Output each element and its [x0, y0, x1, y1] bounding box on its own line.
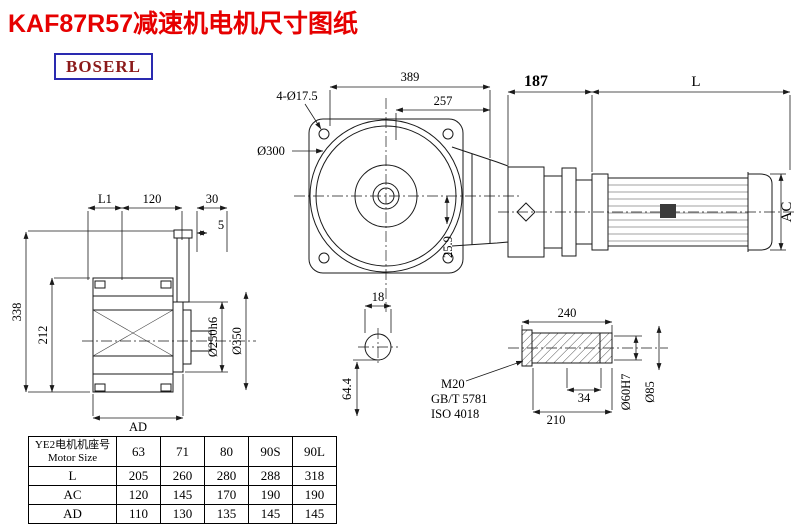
dim-AC: AC: [779, 202, 795, 223]
bolt-hole: [318, 252, 330, 264]
table-cell: 145: [160, 485, 205, 505]
header-motor-size-cn: YE2电机机座号: [34, 438, 111, 451]
dim-bore: Ø60H7: [619, 374, 633, 411]
front-view: 389 257 4-Ø17.5 Ø300 25.9 18 64.4: [257, 70, 522, 417]
table-cell: 190: [292, 485, 337, 505]
mount-plate: [176, 237, 190, 303]
dim-212: 212: [36, 326, 50, 345]
table-cell: 280: [204, 466, 249, 486]
fan-cover: [748, 173, 773, 251]
motor-side-view: 187 L AC: [498, 73, 795, 258]
oil-plug-diamond: [516, 202, 536, 222]
page-title: KAF87R57减速机电机尺寸图纸: [8, 10, 359, 38]
row-label-AC: AC: [28, 485, 117, 505]
table-row-L: L 205 260 280 288 318: [28, 466, 337, 486]
dim-L: L: [691, 74, 700, 90]
bolt-hole: [318, 128, 330, 140]
dim-240: 240: [558, 306, 577, 320]
table-cell: 145: [292, 504, 337, 524]
bolt-hole: [442, 252, 454, 264]
dim-overall-width: 389: [401, 70, 420, 84]
standard-gb-label: GB/T 5781: [431, 392, 487, 406]
header-frame-90s: 90S: [248, 436, 293, 467]
row-label-AD: AD: [28, 504, 117, 524]
dim-257: 257: [434, 94, 453, 108]
header-frame-71: 71: [160, 436, 205, 467]
row-label-L: L: [28, 466, 117, 486]
mount-plate-cap: [173, 229, 193, 239]
table-cell: 110: [116, 504, 161, 524]
thread-label: M20: [441, 377, 465, 391]
dim-30: 30: [206, 192, 219, 206]
table-cell: 135: [204, 504, 249, 524]
dim-25-9: 25.9: [441, 236, 455, 258]
dim-18: 18: [372, 290, 385, 304]
dim-64-4: 64.4: [340, 377, 354, 400]
header-frame-63: 63: [116, 436, 161, 467]
table-cell: 190: [248, 485, 293, 505]
header-frame-90l: 90L: [292, 436, 337, 467]
table-cell: 170: [204, 485, 249, 505]
motor-nameplate: [660, 204, 676, 218]
gear-housing-outline: [451, 146, 509, 247]
table-cell: 130: [160, 504, 205, 524]
dim-338: 338: [10, 303, 24, 322]
gearbox-body: [92, 277, 174, 393]
header-motor-size-en: Motor Size: [47, 451, 98, 464]
dim-flange-od: Ø350: [230, 327, 244, 355]
side-view: L1 120 30 5: [10, 192, 256, 434]
mounting-flange-square: [308, 118, 464, 274]
dim-187: 187: [524, 73, 548, 90]
hollow-shaft: [531, 332, 613, 364]
dim-85: Ø85: [643, 381, 657, 403]
shaft-detail-view: 240 34 210 M20 GB/T 5781 ISO 4018 Ø60H7 …: [431, 306, 668, 427]
table-cell: 318: [292, 466, 337, 486]
header-motor-size: YE2电机机座号 Motor Size: [28, 436, 117, 467]
header-frame-80: 80: [204, 436, 249, 467]
table-cell: 145: [248, 504, 293, 524]
table-row-AD: AD 110 130 135 145 145: [28, 504, 337, 524]
table-cell: 260: [160, 466, 205, 486]
dim-210: 210: [547, 413, 566, 427]
bolt-mark: [160, 383, 172, 392]
logo-text: BOSERL: [66, 57, 141, 76]
retaining-washer: [521, 329, 533, 367]
output-flange: [172, 301, 184, 373]
bolt-hole: [442, 128, 454, 140]
standard-iso-label: ISO 4018: [431, 407, 479, 421]
boserl-logo: BOSERL: [54, 53, 153, 80]
table-cell: 288: [248, 466, 293, 486]
bolt-mark: [94, 383, 106, 392]
dim-5: 5: [218, 218, 224, 232]
dim-AD: AD: [129, 420, 147, 434]
dim-flange-dia: Ø300: [257, 144, 285, 158]
table-header-row: YE2电机机座号 Motor Size 63 71 80 90S 90L: [28, 436, 337, 467]
dim-bolt-holes: 4-Ø17.5: [276, 89, 317, 103]
table-cell: 120: [116, 485, 161, 505]
dim-34: 34: [578, 391, 591, 405]
table-cell: 205: [116, 466, 161, 486]
table-row-AC: AC 120 145 170 190 190: [28, 485, 337, 505]
dim-flange-pilot: Ø250h6: [206, 317, 220, 357]
flange-circle: [309, 119, 463, 273]
dim-L1: L1: [98, 192, 112, 206]
motor-size-table: YE2电机机座号 Motor Size 63 71 80 90S 90L L 2…: [28, 436, 337, 524]
bolt-mark: [94, 280, 106, 289]
bolt-mark: [160, 280, 172, 289]
dim-120: 120: [143, 192, 162, 206]
